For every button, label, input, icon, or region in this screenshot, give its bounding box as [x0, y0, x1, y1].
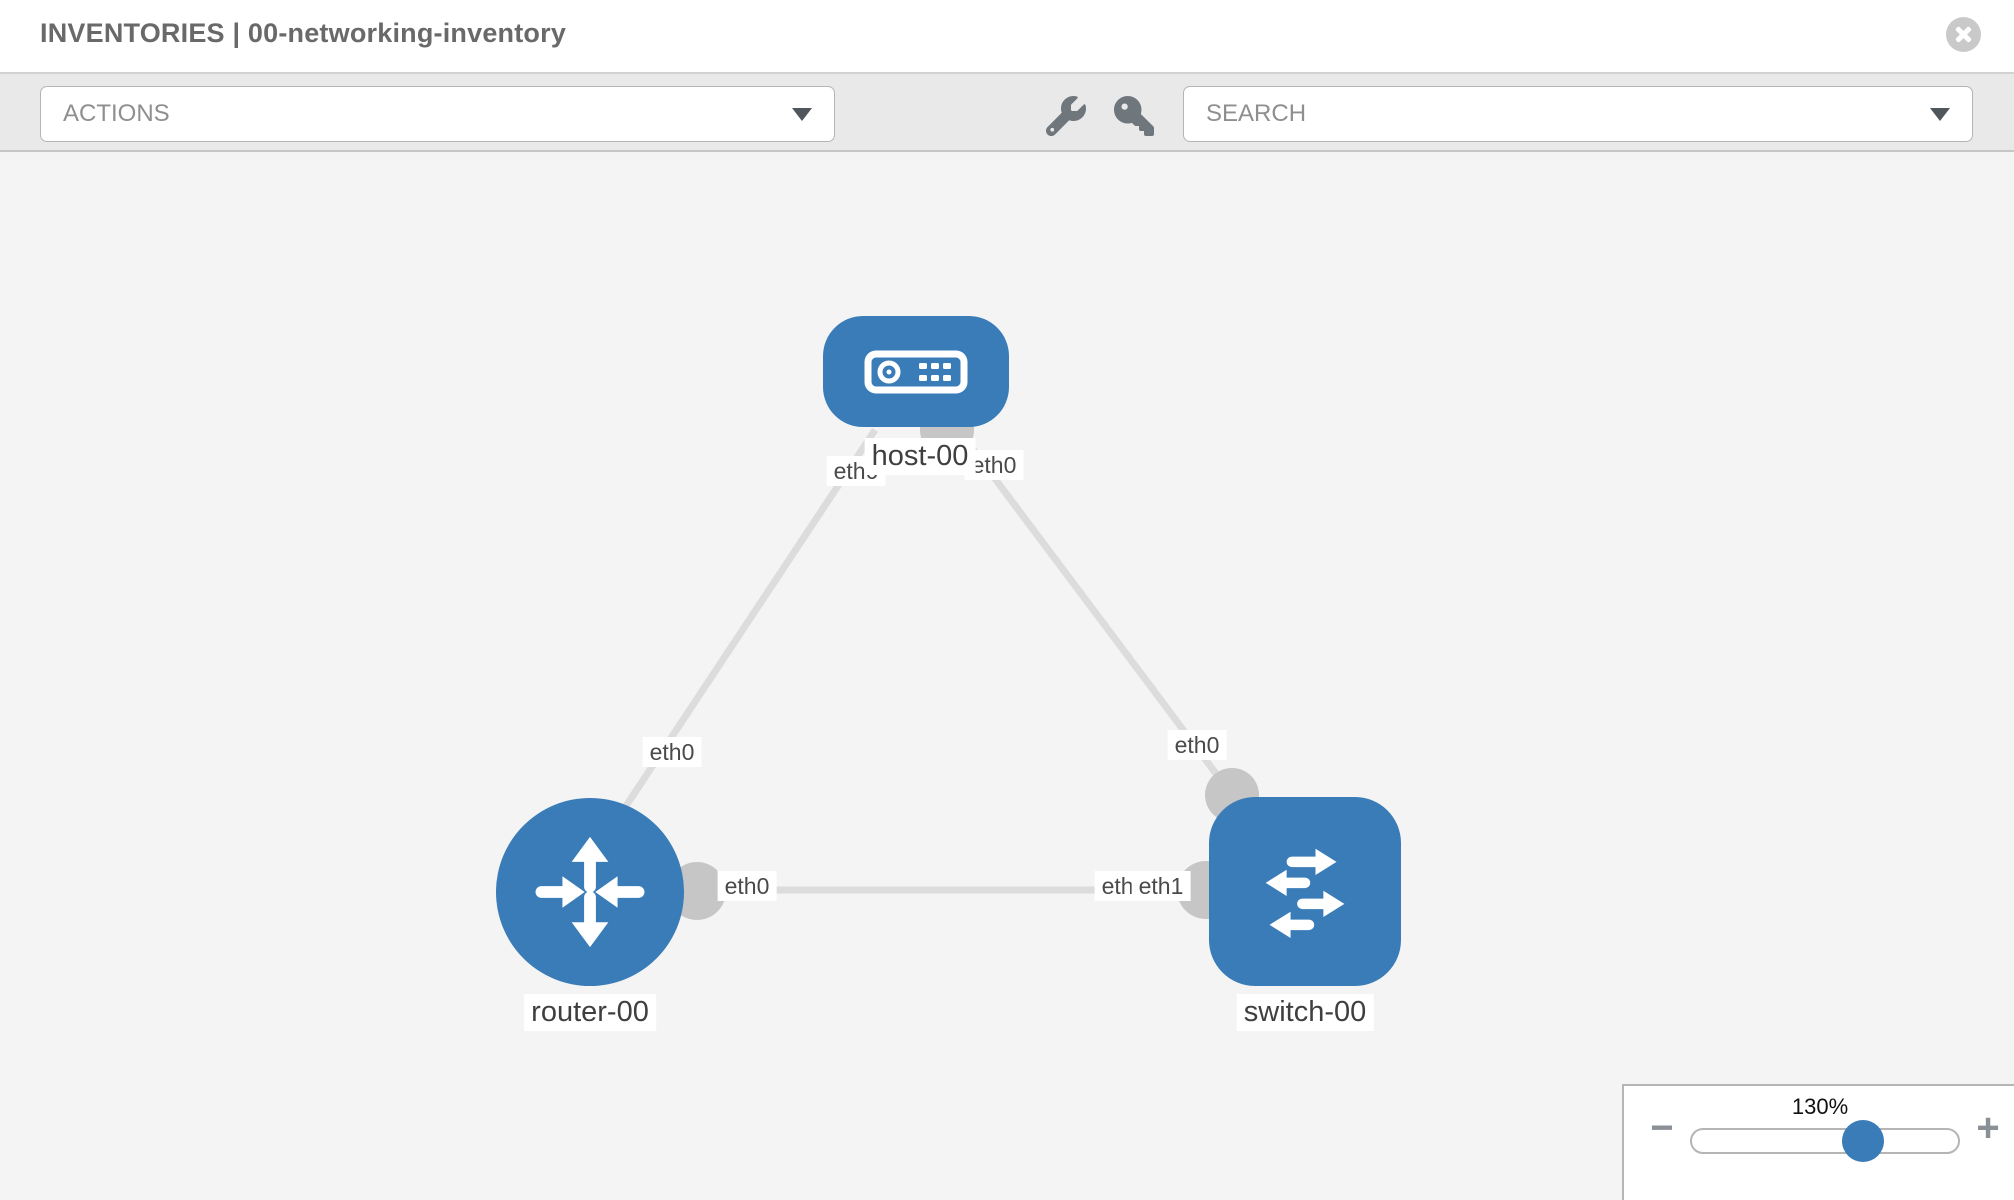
iface-label-router-link: eth0 [642, 737, 702, 768]
iface-label-switch-left: eth1 [1131, 871, 1191, 902]
node-host-00[interactable] [823, 316, 1009, 427]
search-dropdown-label: SEARCH [1206, 100, 1307, 127]
chevron-down-icon [1930, 107, 1950, 121]
node-label-switch: switch-00 [1236, 994, 1374, 1032]
host-icon [864, 350, 968, 393]
zoom-in-button[interactable]: + [1976, 1106, 2000, 1150]
toolbar: ACTIONS SEARCH [0, 72, 2014, 152]
wrench-button[interactable] [1046, 96, 1086, 136]
node-switch-00[interactable] [1209, 797, 1401, 986]
zoom-panel: 130% − + [1622, 1084, 2014, 1200]
switch-icon [1265, 848, 1345, 938]
wrench-icon [1046, 96, 1086, 136]
zoom-slider-handle[interactable] [1842, 1120, 1884, 1162]
actions-dropdown-label: ACTIONS [63, 100, 170, 127]
window-header: INVENTORIES | 00-networking-inventory [0, 0, 2014, 72]
router-icon [535, 836, 645, 948]
topology-links-layer [617, 403, 1259, 920]
iface-label-router-right: eth0 [717, 871, 777, 902]
chevron-down-icon [792, 107, 812, 121]
page-title: INVENTORIES | 00-networking-inventory [40, 18, 567, 48]
close-button[interactable] [1946, 17, 1981, 52]
zoom-slider-track[interactable] [1690, 1128, 1960, 1154]
node-label-host: host-00 [864, 438, 976, 476]
key-icon [1114, 96, 1154, 136]
zoom-level-text: 130% [1791, 1094, 1849, 1119]
iface-label-switch-link: eth0 [1167, 730, 1227, 761]
node-label-router: router-00 [524, 994, 656, 1032]
key-button[interactable] [1114, 96, 1154, 136]
search-dropdown[interactable]: SEARCH [1183, 86, 1973, 142]
topology-canvas[interactable]: eth0 eth0 eth0 eth0 eth0 eth0 eth1 host-… [0, 154, 2014, 1200]
node-router-00[interactable] [496, 798, 684, 986]
zoom-out-button[interactable]: − [1650, 1106, 1674, 1150]
actions-dropdown[interactable]: ACTIONS [40, 86, 835, 142]
